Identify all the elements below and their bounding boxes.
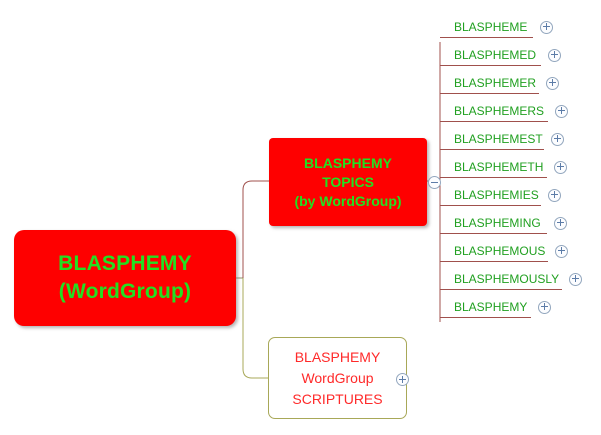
node-topics-line-3: (by WordGroup) <box>294 192 402 209</box>
plus-circle-icon[interactable] <box>551 132 564 146</box>
plus-circle-icon[interactable] <box>540 20 553 34</box>
node-scriptures-line-2: WordGroup <box>301 369 374 386</box>
leaf-item[interactable]: BLASPHEMER <box>440 72 559 96</box>
plus-circle-icon[interactable] <box>548 188 561 202</box>
leaf-item-label: BLASPHEMERS <box>440 102 548 122</box>
plus-circle-icon[interactable] <box>554 216 567 230</box>
node-topics-line-1: BLASPHEMY <box>304 154 392 171</box>
plus-circle-icon[interactable] <box>554 160 567 174</box>
leaf-item-label: BLASPHEMOUS <box>440 242 548 262</box>
node-root-blasphemy[interactable]: BLASPHEMY (WordGroup) <box>14 230 236 326</box>
node-scriptures-line-3: SCRIPTURES <box>292 390 383 407</box>
node-topics-line-2: TOPICS <box>322 173 374 190</box>
plus-circle-icon[interactable] <box>569 272 582 286</box>
leaf-item-label: BLASPHEMING <box>440 214 547 234</box>
leaf-item[interactable]: BLASPHEMEST <box>440 128 564 152</box>
plus-circle-icon[interactable] <box>546 76 559 90</box>
leaf-item-label: BLASPHEMEST <box>440 130 544 150</box>
leaf-item-label: BLASPHEMETH <box>440 158 547 178</box>
leaf-item[interactable]: BLASPHEMOUSLY <box>440 268 582 292</box>
plus-circle-icon[interactable] <box>548 48 561 62</box>
plus-circle-icon[interactable] <box>555 244 568 258</box>
connector-root-to-scriptures <box>242 278 268 379</box>
node-scriptures-line-1: BLASPHEMY <box>294 348 381 365</box>
leaf-item[interactable]: BLASPHEMOUS <box>440 240 568 264</box>
leaf-item-label: BLASPHEMER <box>440 74 539 94</box>
leaf-item-label: BLASPHEMIES <box>440 186 541 206</box>
plus-circle-icon[interactable] <box>538 300 551 314</box>
leaf-item-label: BLASPHEMED <box>440 46 541 66</box>
leaf-item[interactable]: BLASPHEMIES <box>440 184 561 208</box>
leaf-item-label: BLASPHEMY <box>440 298 531 318</box>
node-blasphemy-topics[interactable]: BLASPHEMY TOPICS (by WordGroup) <box>269 138 427 226</box>
leaf-item-label: BLASPHEME <box>440 18 533 38</box>
leaf-item[interactable]: BLASPHEME <box>440 16 553 40</box>
leaf-item[interactable]: BLASPHEMING <box>440 212 567 236</box>
node-root-line-1: BLASPHEMY <box>58 252 192 275</box>
leaf-item[interactable]: BLASPHEMY <box>440 296 551 320</box>
plus-circle-icon[interactable] <box>555 104 568 118</box>
node-blasphemy-scriptures[interactable]: BLASPHEMY WordGroup SCRIPTURES <box>268 337 407 419</box>
leaf-list: BLASPHEME BLASPHEMED BLASPHEMER BLASPHEMERS… <box>440 0 601 435</box>
leaf-item[interactable]: BLASPHEMED <box>440 44 561 68</box>
node-root-line-2: (WordGroup) <box>58 280 192 303</box>
leaf-item[interactable]: BLASPHEMERS <box>440 100 568 124</box>
leaf-item-label: BLASPHEMOUSLY <box>440 270 562 290</box>
connector-root-to-topics <box>242 180 269 278</box>
minus-circle-icon[interactable] <box>428 176 441 189</box>
plus-circle-icon[interactable] <box>396 373 409 386</box>
leaf-item[interactable]: BLASPHEMETH <box>440 156 567 180</box>
